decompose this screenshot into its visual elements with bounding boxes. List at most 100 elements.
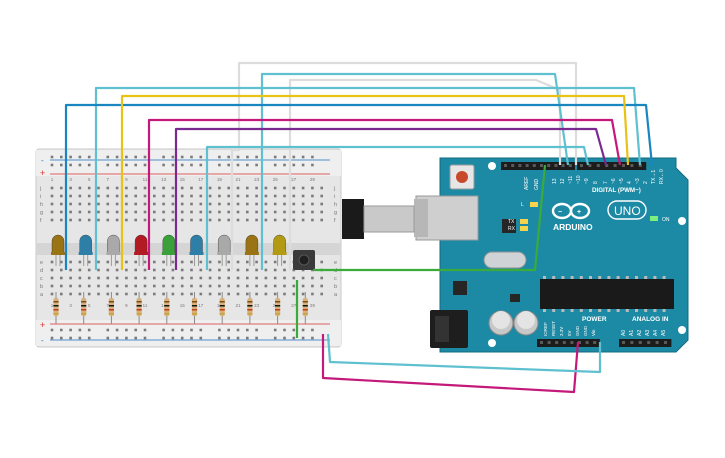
header-pin[interactable] xyxy=(504,164,507,167)
breadboard-hole[interactable] xyxy=(283,210,286,214)
breadboard-hole[interactable] xyxy=(106,292,110,296)
breadboard-hole[interactable] xyxy=(180,194,184,198)
header-pin[interactable] xyxy=(580,164,583,167)
jumper-wire[interactable] xyxy=(147,118,622,270)
breadboard-hole[interactable] xyxy=(78,292,82,296)
breadboard-hole[interactable] xyxy=(69,210,72,214)
breadboard-hole[interactable] xyxy=(125,210,128,214)
breadboard-hole[interactable] xyxy=(60,210,63,214)
breadboard-hole[interactable] xyxy=(143,268,147,272)
header-pin[interactable] xyxy=(596,164,600,167)
breadboard-hole[interactable] xyxy=(115,292,119,296)
breadboard-hole[interactable] xyxy=(78,194,82,198)
rail-hole[interactable] xyxy=(125,328,128,332)
breadboard-hole[interactable] xyxy=(162,186,165,190)
rail-hole[interactable] xyxy=(143,163,147,167)
breadboard-hole[interactable] xyxy=(87,186,91,190)
rail-hole[interactable] xyxy=(171,328,175,332)
breadboard-hole[interactable] xyxy=(78,276,82,280)
breadboard-hole[interactable] xyxy=(190,194,193,198)
breadboard-hole[interactable] xyxy=(320,276,323,280)
breadboard-hole[interactable] xyxy=(125,260,128,264)
breadboard-hole[interactable] xyxy=(283,284,286,288)
rail-hole[interactable] xyxy=(106,336,110,340)
breadboard-hole[interactable] xyxy=(180,276,184,280)
header-pin[interactable] xyxy=(547,341,551,344)
breadboard-hole[interactable] xyxy=(87,218,91,222)
breadboard-hole[interactable] xyxy=(208,268,212,272)
breadboard-hole[interactable] xyxy=(292,292,296,296)
rail-hole[interactable] xyxy=(255,163,258,167)
breadboard-hole[interactable] xyxy=(273,210,277,214)
breadboard-hole[interactable] xyxy=(143,260,147,264)
breadboard-hole[interactable] xyxy=(97,218,100,222)
breadboard-hole[interactable] xyxy=(190,202,193,206)
rail-hole[interactable] xyxy=(162,155,165,159)
header-pin[interactable] xyxy=(613,164,617,167)
rail-hole[interactable] xyxy=(60,328,63,332)
breadboard-hole[interactable] xyxy=(283,202,286,206)
breadboard-hole[interactable] xyxy=(180,284,184,288)
rail-hole[interactable] xyxy=(301,155,305,159)
breadboard-hole[interactable] xyxy=(218,260,221,264)
breadboard-hole[interactable] xyxy=(69,268,72,272)
breadboard-hole[interactable] xyxy=(301,292,305,296)
breadboard-hole[interactable] xyxy=(255,210,258,214)
breadboard-hole[interactable] xyxy=(50,284,54,288)
breadboard-hole[interactable] xyxy=(292,284,296,288)
breadboard-hole[interactable] xyxy=(162,202,165,206)
rail-hole[interactable] xyxy=(115,155,119,159)
breadboard-hole[interactable] xyxy=(264,186,268,190)
rail-hole[interactable] xyxy=(171,336,175,340)
header-pin[interactable] xyxy=(540,164,543,167)
breadboard-hole[interactable] xyxy=(255,260,258,264)
breadboard-hole[interactable] xyxy=(60,284,63,288)
rail-hole[interactable] xyxy=(78,328,82,332)
breadboard-hole[interactable] xyxy=(264,268,268,272)
breadboard-hole[interactable] xyxy=(190,218,193,222)
rail-hole[interactable] xyxy=(69,336,72,340)
rail-hole[interactable] xyxy=(171,155,175,159)
breadboard-hole[interactable] xyxy=(50,276,54,280)
rail-hole[interactable] xyxy=(311,336,314,340)
breadboard-hole[interactable] xyxy=(125,284,128,288)
rail-hole[interactable] xyxy=(190,336,193,340)
rail-hole[interactable] xyxy=(199,328,203,332)
breadboard-hole[interactable] xyxy=(97,202,100,206)
breadboard-hole[interactable] xyxy=(292,268,296,272)
header-pin[interactable] xyxy=(532,164,536,167)
rail-hole[interactable] xyxy=(125,163,128,167)
breadboard-hole[interactable] xyxy=(264,210,268,214)
breadboard-hole[interactable] xyxy=(218,194,221,198)
breadboard-hole[interactable] xyxy=(190,186,193,190)
breadboard-hole[interactable] xyxy=(143,210,147,214)
breadboard-hole[interactable] xyxy=(171,186,175,190)
breadboard-hole[interactable] xyxy=(162,194,165,198)
breadboard-hole[interactable] xyxy=(246,186,249,190)
breadboard-hole[interactable] xyxy=(301,186,305,190)
breadboard-hole[interactable] xyxy=(273,292,277,296)
breadboard-hole[interactable] xyxy=(301,276,305,280)
rail-hole[interactable] xyxy=(273,163,277,167)
breadboard-hole[interactable] xyxy=(311,202,314,206)
breadboard-hole[interactable] xyxy=(292,194,296,198)
breadboard-hole[interactable] xyxy=(153,292,156,296)
breadboard-hole[interactable] xyxy=(199,268,203,272)
breadboard-hole[interactable] xyxy=(227,210,230,214)
header-pin[interactable] xyxy=(561,164,565,167)
breadboard-hole[interactable] xyxy=(273,276,277,280)
jumper-wire[interactable] xyxy=(94,86,642,270)
breadboard-hole[interactable] xyxy=(227,218,230,222)
breadboard-hole[interactable] xyxy=(78,186,82,190)
breadboard-hole[interactable] xyxy=(50,202,54,206)
breadboard-hole[interactable] xyxy=(143,284,147,288)
breadboard-hole[interactable] xyxy=(171,260,175,264)
breadboard-hole[interactable] xyxy=(255,292,258,296)
breadboard-hole[interactable] xyxy=(246,276,249,280)
breadboard-hole[interactable] xyxy=(171,276,175,280)
breadboard-hole[interactable] xyxy=(273,194,277,198)
breadboard-hole[interactable] xyxy=(208,284,212,288)
breadboard-hole[interactable] xyxy=(255,268,258,272)
breadboard-hole[interactable] xyxy=(153,186,156,190)
rail-hole[interactable] xyxy=(190,155,193,159)
